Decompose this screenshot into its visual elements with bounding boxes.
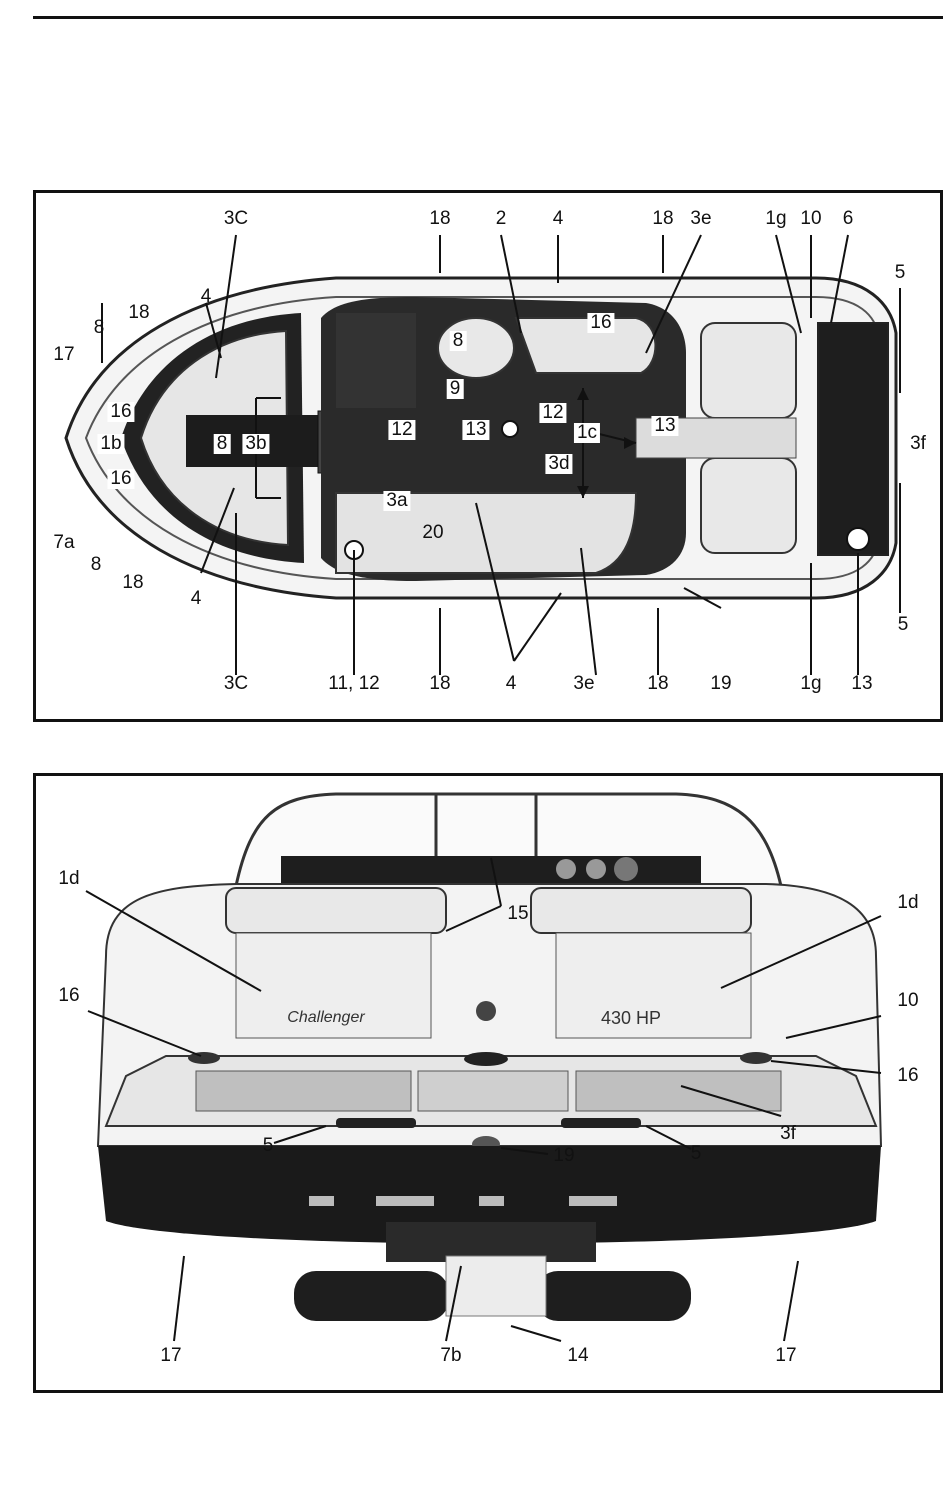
callout-1d-left: 1d (58, 869, 79, 889)
callout-18-bow-top: 18 (128, 303, 149, 323)
callout-19-top: 19 (710, 674, 731, 694)
page-top-rule (33, 16, 943, 19)
callout-10: 10 (800, 209, 821, 229)
callout-1g-top: 1g (765, 209, 786, 229)
challenger-script: Challenger (287, 1009, 365, 1026)
handle-right (561, 1118, 641, 1128)
callout-3d: 3d (545, 454, 572, 474)
callout-7b: 7b (440, 1346, 461, 1366)
callout-3f-top: 3f (910, 434, 926, 454)
callout-16-left: 16 (58, 986, 79, 1006)
cockpit-hatch-13 (502, 421, 518, 437)
callout-3f-rear: 3f (780, 1124, 796, 1144)
callout-6: 6 (843, 209, 854, 229)
callout-13-bottom: 13 (851, 674, 872, 694)
seat-back-left (226, 888, 446, 933)
callout-5-top: 5 (895, 263, 906, 283)
callout-8-dash: 8 (450, 331, 467, 351)
callout-1c: 1c (574, 423, 600, 443)
callout-10-rear: 10 (897, 991, 918, 1011)
callout-7a: 7a (53, 533, 74, 553)
boat-top-view-figure: 3C 18 2 4 18 3e 1g 10 6 5 4 8 18 17 16 1… (33, 190, 943, 722)
keel (446, 1256, 546, 1316)
callout-3a: 3a (383, 491, 410, 511)
callout-1g-bottom: 1g (800, 674, 821, 694)
rear-seat-top (701, 323, 796, 418)
callout-1d-right: 1d (897, 893, 918, 913)
jet-nozzle-right (536, 1271, 691, 1321)
callout-16-bow-b: 16 (107, 469, 134, 489)
callout-8-bow-bot: 8 (91, 555, 102, 575)
callout-9: 9 (447, 379, 464, 399)
callout-3b: 3b (242, 434, 269, 454)
callout-1b: 1b (97, 434, 124, 454)
deck-pad-right (576, 1071, 781, 1111)
callout-15: 15 (507, 904, 528, 924)
platform-hatch-13 (847, 528, 869, 550)
boat-top-view-illustration (36, 193, 940, 719)
callout-20: 20 (422, 523, 443, 543)
callout-3e-bottom: 3e (573, 674, 594, 694)
callout-5-bot: 5 (898, 615, 909, 635)
callout-17-left: 17 (160, 1346, 181, 1366)
callout-3c-bottom: 3C (224, 674, 248, 694)
callout-5-left: 5 (263, 1136, 274, 1156)
callout-18-bottom-b: 18 (647, 674, 668, 694)
callout-17-right: 17 (775, 1346, 796, 1366)
brand-emblem (476, 1001, 496, 1021)
callout-16-bow-a: 16 (107, 402, 134, 422)
callout-8-mid: 8 (214, 434, 231, 454)
callout-2: 2 (496, 209, 507, 229)
deck-pad-center (418, 1071, 568, 1111)
callout-18-bottom-a: 18 (429, 674, 450, 694)
deck-drain (464, 1052, 508, 1066)
callout-4-bow-top: 4 (201, 287, 212, 307)
callout-12-a: 12 (388, 420, 415, 440)
boat-rear-view-figure: Challenger 430 HP (33, 773, 943, 1393)
callout-3c-top: 3C (224, 209, 248, 229)
cleat-right (740, 1052, 772, 1064)
rear-seat-bottom (701, 458, 796, 553)
deck-pad-left (196, 1071, 411, 1111)
callout-4-bow-bot: 4 (191, 589, 202, 609)
callout-4-top: 4 (553, 209, 564, 229)
swim-platform (818, 323, 888, 555)
callout-16-dash: 16 (587, 313, 614, 333)
callout-18-top-b: 18 (652, 209, 673, 229)
callout-14: 14 (567, 1346, 588, 1366)
engine-badge: 430 HP (601, 1008, 661, 1028)
callout-13-a: 13 (462, 420, 489, 440)
callout-8-bow-top: 8 (94, 318, 105, 338)
passenger-lounge (516, 318, 655, 373)
callout-13-b: 13 (651, 416, 678, 436)
callout-4-bottom: 4 (506, 674, 517, 694)
callout-19-rear: 19 (553, 1146, 574, 1166)
callout-5-right: 5 (691, 1144, 702, 1164)
boat-rear-view-illustration: Challenger 430 HP (36, 776, 940, 1390)
callout-11-12: 11, 12 (328, 674, 379, 694)
helm-console (336, 313, 416, 408)
jet-nozzle-left (294, 1271, 449, 1321)
callout-3e-top: 3e (690, 209, 711, 229)
seat-back-right (531, 888, 751, 933)
callout-18-top-a: 18 (429, 209, 450, 229)
callout-12-b: 12 (539, 403, 566, 423)
callout-16-right: 16 (897, 1066, 918, 1086)
callout-18-bow-bot: 18 (122, 573, 143, 593)
handle-left (336, 1118, 416, 1128)
cockpit-seats (336, 493, 636, 573)
callout-17-top: 17 (53, 345, 74, 365)
